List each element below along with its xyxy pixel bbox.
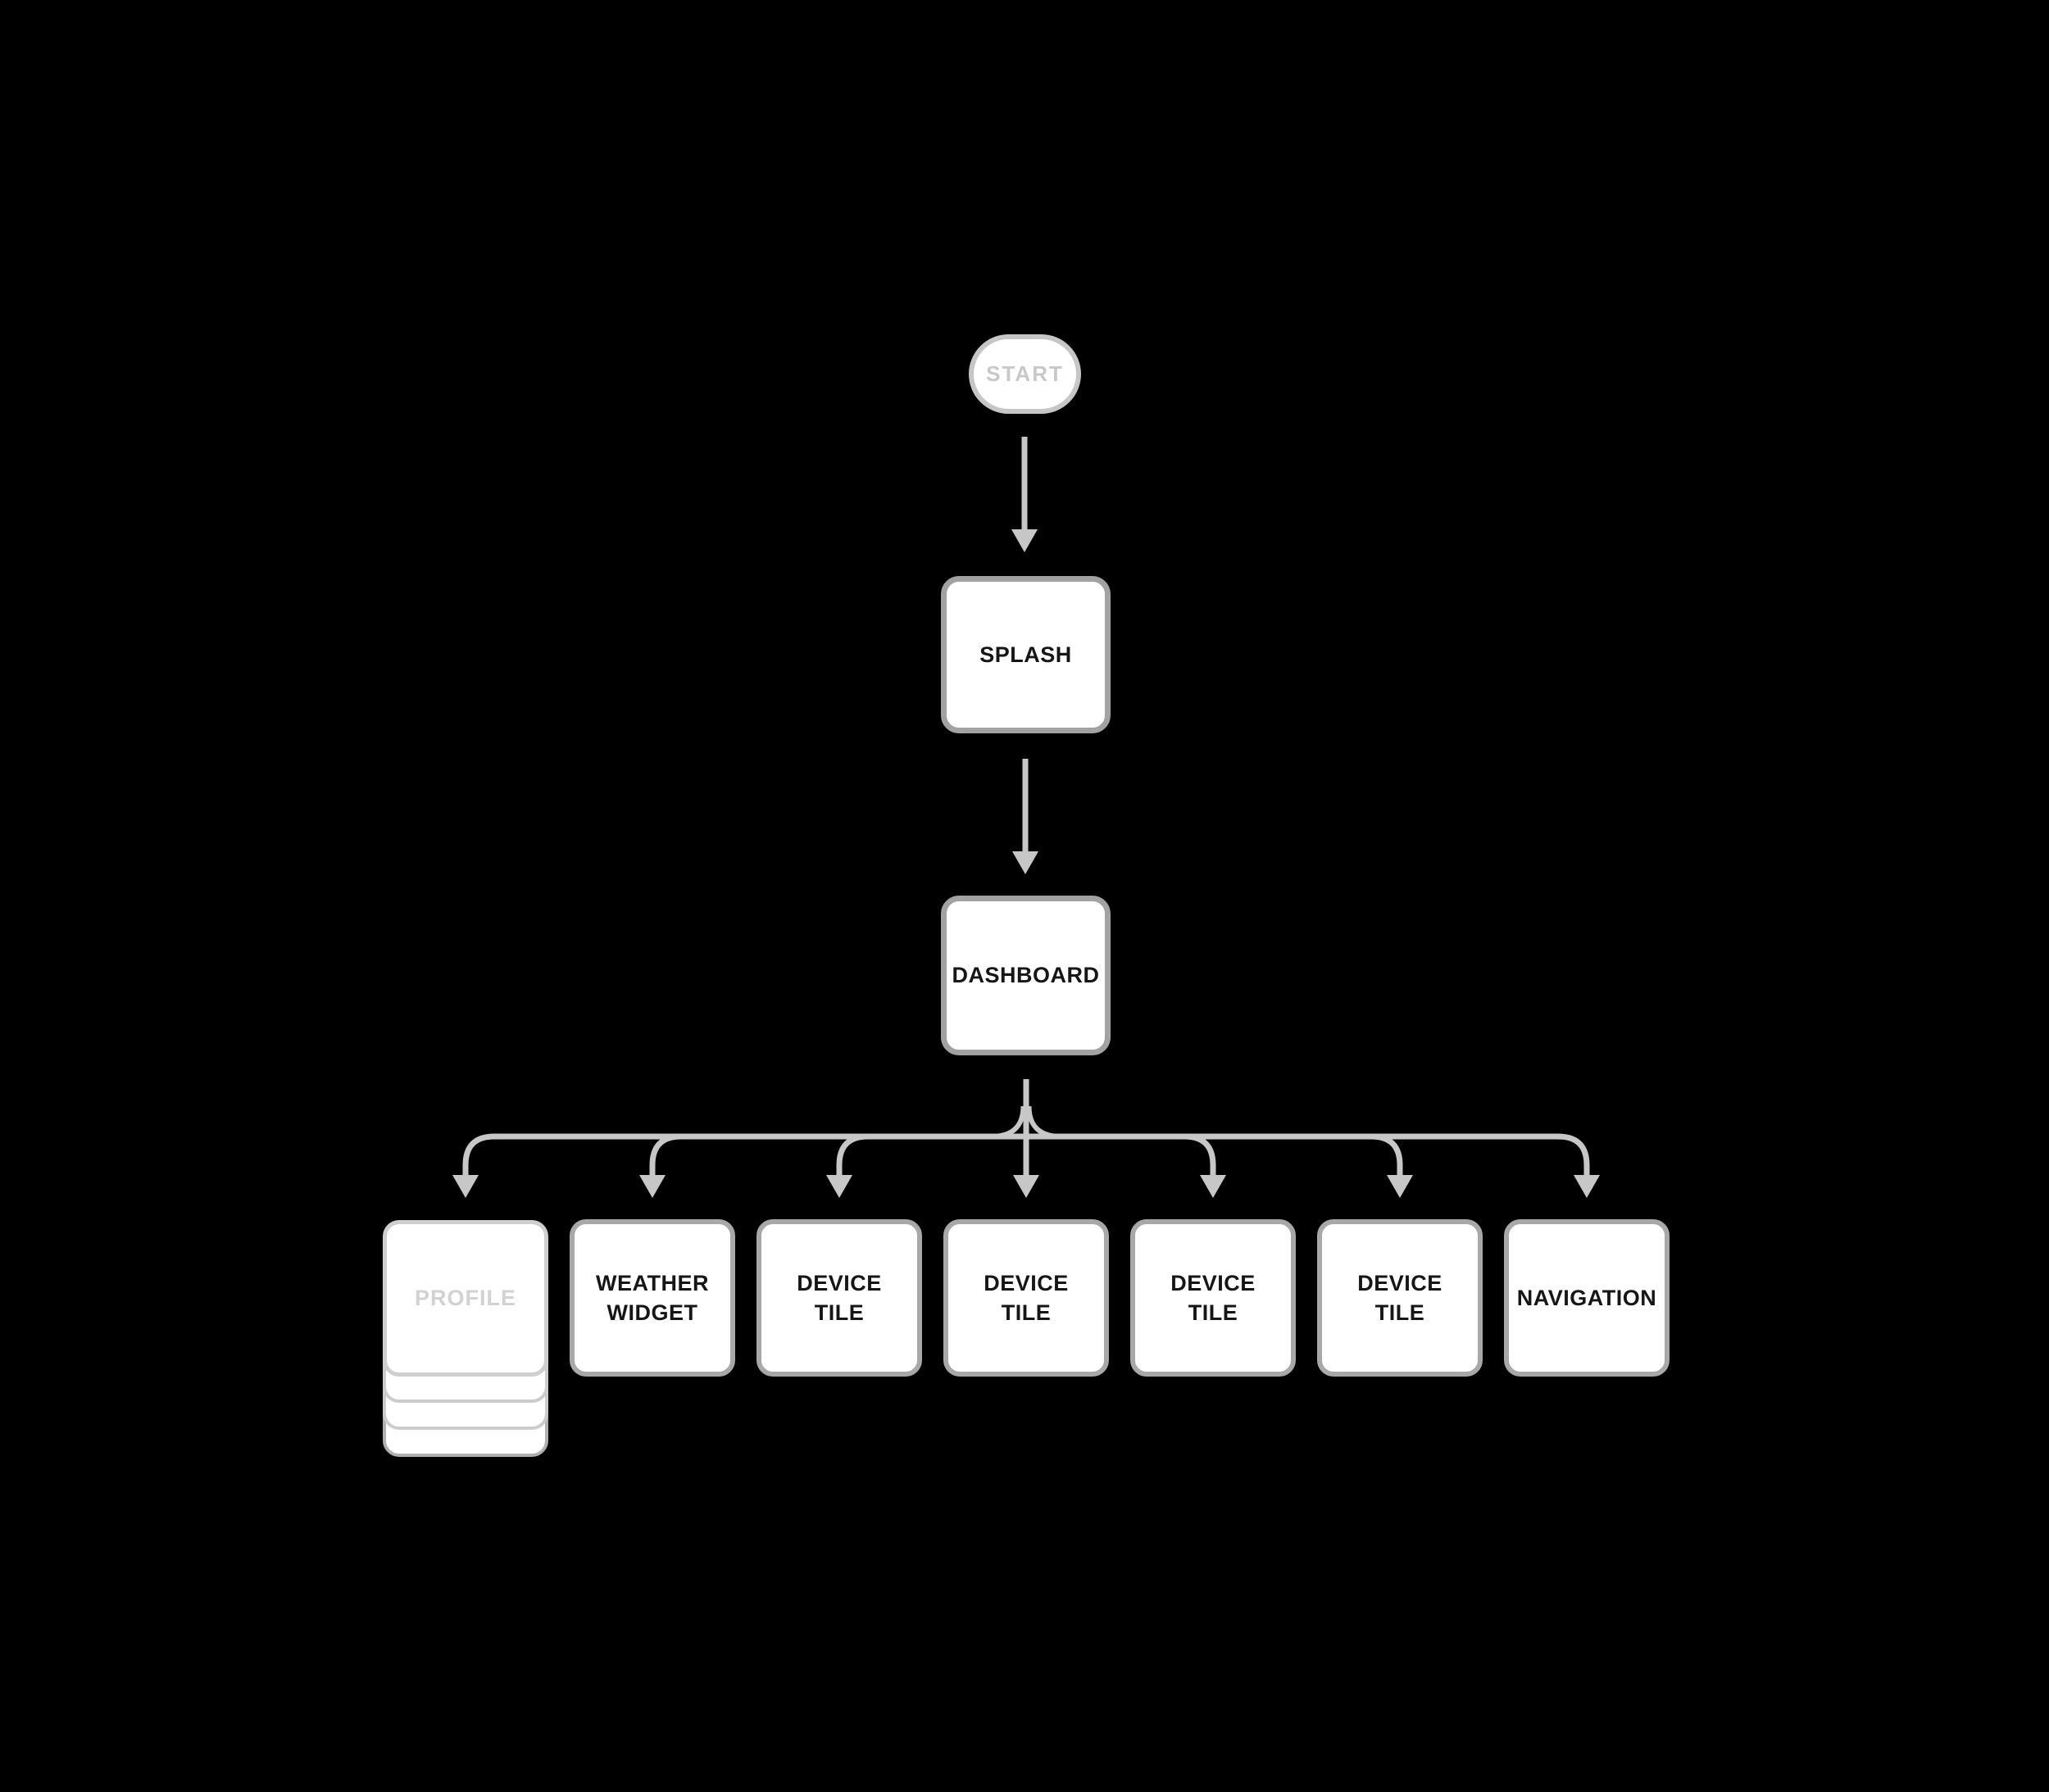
node-navigation-label: NAVIGATION bbox=[1516, 1285, 1657, 1310]
node-profile-label: PROFILE bbox=[414, 1286, 516, 1310]
node-weather-widget[interactable]: WEATHER WIDGET bbox=[570, 1219, 735, 1377]
arrowhead-navigation bbox=[1574, 1175, 1600, 1198]
node-device-tile-1[interactable]: DEVICE TILE bbox=[756, 1219, 922, 1377]
edge-branch-device-1 bbox=[836, 1133, 869, 1177]
node-device-tile-4-label: DEVICE TILE bbox=[1357, 1270, 1442, 1325]
node-device-tile-2-label: DEVICE TILE bbox=[984, 1270, 1069, 1325]
edge-branch-device-4 bbox=[1370, 1133, 1403, 1177]
node-dashboard[interactable]: DASHBOARD bbox=[941, 896, 1111, 1055]
edge-branch-weather bbox=[649, 1133, 682, 1177]
node-dashboard-label: DASHBOARD bbox=[952, 963, 1100, 988]
node-navigation[interactable]: NAVIGATION bbox=[1504, 1219, 1670, 1377]
edge-stem-flare-left bbox=[993, 1105, 1026, 1139]
node-start-label: START bbox=[986, 361, 1064, 386]
arrowhead-weather bbox=[639, 1175, 666, 1198]
arrowhead-device-3 bbox=[1200, 1175, 1226, 1198]
arrowhead-device-2 bbox=[1013, 1175, 1039, 1198]
node-device-tile-4[interactable]: DEVICE TILE bbox=[1317, 1219, 1483, 1377]
node-profile[interactable]: PROFILE bbox=[383, 1220, 548, 1457]
edge-fanout-bar bbox=[462, 1133, 1590, 1177]
profile-stack-card: PROFILE bbox=[383, 1220, 548, 1377]
node-device-tile-3-label: DEVICE TILE bbox=[1170, 1270, 1256, 1325]
node-device-tile-2[interactable]: DEVICE TILE bbox=[943, 1219, 1109, 1377]
node-weather-widget-label: WEATHER WIDGET bbox=[596, 1270, 709, 1325]
arrowhead-profile bbox=[452, 1175, 479, 1198]
node-splash-label: SPLASH bbox=[979, 642, 1072, 667]
node-splash[interactable]: SPLASH bbox=[941, 576, 1111, 733]
node-start[interactable]: START bbox=[969, 334, 1081, 414]
arrowhead-device-1 bbox=[826, 1175, 852, 1198]
arrowhead-start-splash bbox=[1011, 529, 1038, 552]
edge-branch-device-3 bbox=[1184, 1133, 1216, 1177]
arrowhead-device-4 bbox=[1387, 1175, 1413, 1198]
node-device-tile-3[interactable]: DEVICE TILE bbox=[1130, 1219, 1296, 1377]
node-device-tile-1-label: DEVICE TILE bbox=[797, 1270, 882, 1325]
edge-stem-flare-right bbox=[1026, 1105, 1059, 1139]
arrowhead-splash-dashboard bbox=[1012, 851, 1038, 874]
